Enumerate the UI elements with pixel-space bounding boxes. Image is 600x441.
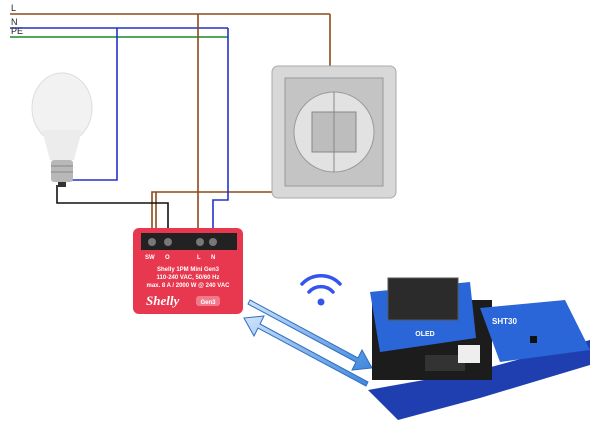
shelly-model: Shelly 1PM Mini Gen3	[157, 267, 220, 273]
oled-label: OLED	[415, 331, 434, 338]
terminal-n: N	[211, 255, 215, 261]
wifi-icon	[300, 274, 342, 306]
shelly-logo: Shelly	[146, 293, 179, 308]
shelly-relay: SW O L N Shelly 1PM Mini Gen3 110-240 VA…	[133, 228, 243, 314]
terminal-sw: SW	[145, 255, 155, 261]
arrow-to-shelly	[243, 315, 369, 387]
light-bulb	[31, 72, 93, 187]
wall-switch	[271, 65, 397, 199]
neutral-to-lamp-wire	[62, 28, 118, 181]
mains-lines: L N PE	[10, 3, 330, 38]
arrow-to-board	[247, 299, 373, 371]
neutral-label: N	[11, 17, 18, 27]
shelly-rating: max. 8 A / 2000 W @ 240 VAC	[147, 283, 231, 289]
neutral-to-shelly-wire	[212, 28, 229, 238]
terminal-o: O	[165, 255, 170, 261]
bidirectional-arrows	[243, 299, 373, 387]
earth-label: PE	[11, 26, 23, 36]
oled-screen	[387, 277, 459, 321]
terminal-l: L	[197, 255, 201, 261]
shelly-voltage: 110-240 VAC, 50/60 Hz	[157, 275, 220, 281]
lamp-to-output-wire	[56, 185, 169, 238]
gen3-badge: Gen3	[200, 300, 216, 306]
sensor-board: OLED SHT30	[368, 277, 590, 420]
sht30-label: SHT30	[492, 317, 517, 326]
line-label: L	[11, 3, 16, 13]
